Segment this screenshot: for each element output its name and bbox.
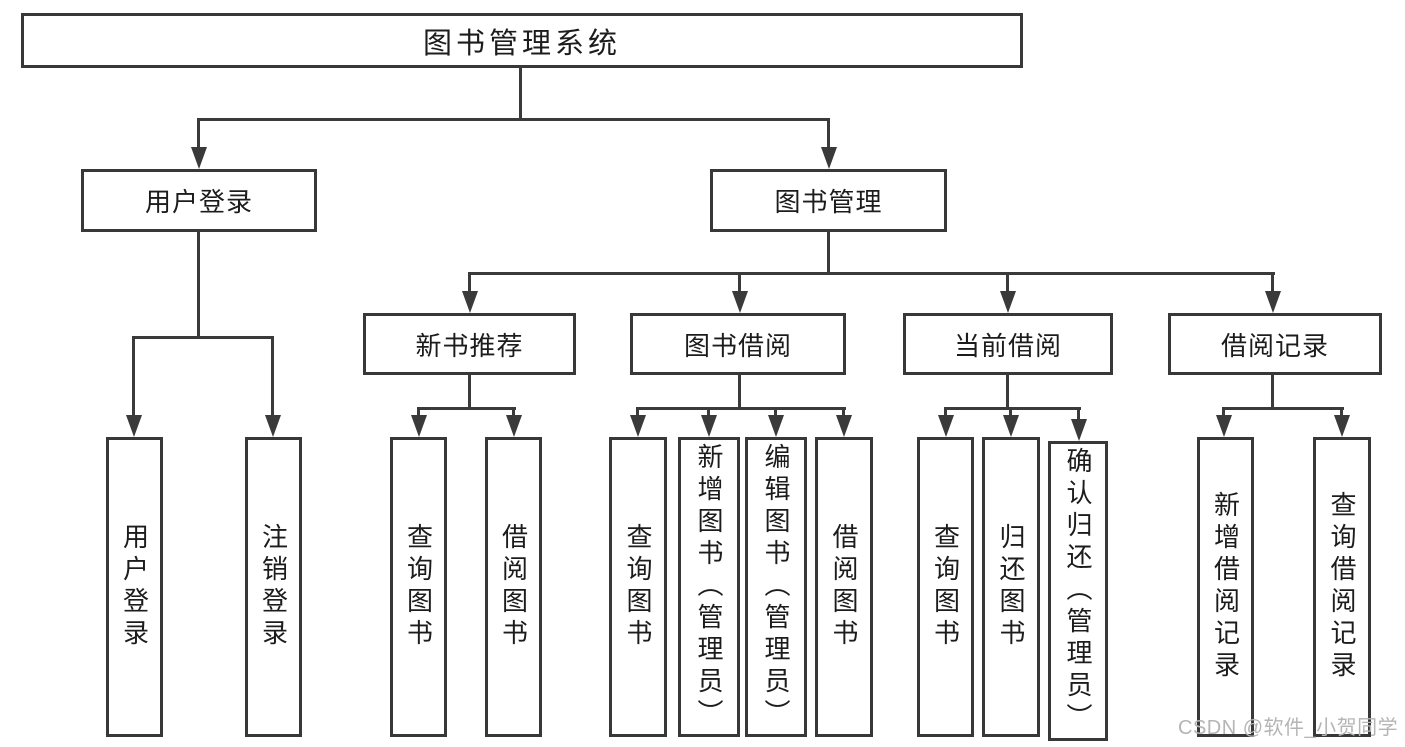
connector-line: [1271, 373, 1274, 409]
connector-line: [468, 272, 1275, 275]
connector-line: [827, 230, 830, 275]
connector-line: [944, 407, 1081, 410]
arrow-down-icon: [191, 147, 207, 169]
connector-line: [1077, 407, 1080, 421]
connector-line: [636, 407, 639, 419]
node-book-borrow-label: 图书借阅: [683, 330, 792, 361]
connector-line: [1006, 373, 1009, 409]
node-user-login: 用户登录: [81, 169, 317, 232]
leaf-user-login-label: 用户登录: [119, 523, 150, 651]
node-root-label: 图书管理系统: [422, 27, 621, 60]
leaf-query-books-borrow: 查询图书: [609, 437, 667, 737]
leaf-confirm-return-admin-label: 确认归还（管理员）: [1063, 447, 1094, 735]
arrow-down-icon: [630, 415, 646, 437]
node-current-borrow-label: 当前借阅: [953, 330, 1062, 361]
connector-line: [1222, 407, 1225, 419]
node-new-book-recommend: 新书推荐: [363, 313, 576, 375]
leaf-add-borrow-record-label: 新增借阅记录: [1210, 491, 1241, 683]
connector-line: [132, 336, 274, 339]
connector-line: [197, 118, 200, 150]
node-root: 图书管理系统: [21, 13, 1023, 68]
connector-line: [738, 272, 741, 296]
connector-line: [1222, 407, 1344, 410]
connector-line: [842, 407, 845, 419]
connector-line: [1271, 272, 1274, 296]
leaf-edit-book-admin: 编辑图书（管理员）: [745, 437, 807, 737]
node-book-mgmt-label: 图书管理: [774, 187, 883, 217]
connector-line: [417, 407, 420, 419]
leaf-logout: 注销登录: [245, 437, 302, 737]
arrow-down-icon: [506, 415, 522, 437]
connector-line: [468, 272, 471, 296]
leaf-user-login: 用户登录: [106, 437, 163, 737]
leaf-return-book: 归还图书: [982, 437, 1040, 737]
node-current-borrow: 当前借阅: [903, 313, 1113, 375]
arrow-down-icon: [938, 415, 954, 437]
node-book-mgmt: 图书管理: [710, 169, 947, 232]
connector-line: [636, 407, 846, 410]
connector-line: [1340, 407, 1343, 419]
connector-line: [468, 373, 471, 409]
leaf-borrow-books-recommend: 借阅图书: [485, 437, 542, 737]
leaf-return-book-label: 归还图书: [996, 523, 1027, 651]
arrow-down-icon: [126, 415, 142, 437]
connector-line: [944, 407, 947, 419]
leaf-query-borrow-record-label: 查询借阅记录: [1327, 491, 1358, 683]
connector-line: [132, 336, 135, 418]
arrow-down-icon: [1003, 415, 1019, 437]
leaf-query-books-current: 查询图书: [917, 437, 974, 737]
arrow-down-icon: [1334, 415, 1350, 437]
leaf-add-book-admin-label: 新增图书（管理员）: [694, 443, 725, 731]
connector-line: [774, 407, 777, 419]
arrow-down-icon: [732, 291, 748, 313]
leaf-add-book-admin: 新增图书（管理员）: [678, 437, 740, 737]
node-borrow-records-label: 借阅记录: [1220, 330, 1329, 361]
leaf-borrow-books-recommend-label: 借阅图书: [498, 523, 529, 651]
node-user-login-label: 用户登录: [144, 187, 253, 217]
leaf-query-books-recommend-label: 查询图书: [403, 523, 434, 651]
arrow-down-icon: [1000, 291, 1016, 313]
connector-line: [738, 373, 741, 409]
leaf-query-borrow-record: 查询借阅记录: [1313, 437, 1371, 737]
leaf-query-books-borrow-label: 查询图书: [623, 523, 654, 651]
arrow-down-icon: [701, 415, 717, 437]
node-borrow-records: 借阅记录: [1168, 313, 1382, 375]
connector-line: [1009, 407, 1012, 419]
connector-line: [197, 230, 200, 338]
leaf-borrow-books-borrow-label: 借阅图书: [829, 523, 860, 651]
arrow-down-icon: [768, 415, 784, 437]
leaf-borrow-books-borrow: 借阅图书: [815, 437, 873, 737]
arrow-down-icon: [411, 415, 427, 437]
connector-line: [1006, 272, 1009, 296]
arrow-down-icon: [462, 291, 478, 313]
connector-line: [519, 66, 522, 120]
connector-line: [271, 336, 274, 418]
leaf-query-books-recommend: 查询图书: [390, 437, 447, 737]
node-new-book-recommend-label: 新书推荐: [415, 330, 524, 361]
leaf-query-books-current-label: 查询图书: [930, 523, 961, 651]
csdn-watermark: CSDN @软件_小贺同学: [1178, 717, 1399, 739]
leaf-confirm-return-admin: 确认归还（管理员）: [1048, 441, 1108, 741]
leaf-logout-label: 注销登录: [258, 523, 289, 651]
arrow-down-icon: [1265, 291, 1281, 313]
arrow-down-icon: [1216, 415, 1232, 437]
arrow-down-icon: [821, 147, 837, 169]
node-book-borrow: 图书借阅: [630, 313, 846, 375]
leaf-add-borrow-record: 新增借阅记录: [1197, 437, 1254, 737]
arrow-down-icon: [1071, 419, 1087, 441]
connector-line: [707, 407, 710, 419]
connector-line: [417, 407, 516, 410]
leaf-edit-book-admin-label: 编辑图书（管理员）: [761, 443, 792, 731]
connector-line: [827, 118, 830, 150]
connector-line: [512, 407, 515, 419]
arrow-down-icon: [265, 415, 281, 437]
arrow-down-icon: [836, 415, 852, 437]
connector-line: [197, 118, 830, 121]
